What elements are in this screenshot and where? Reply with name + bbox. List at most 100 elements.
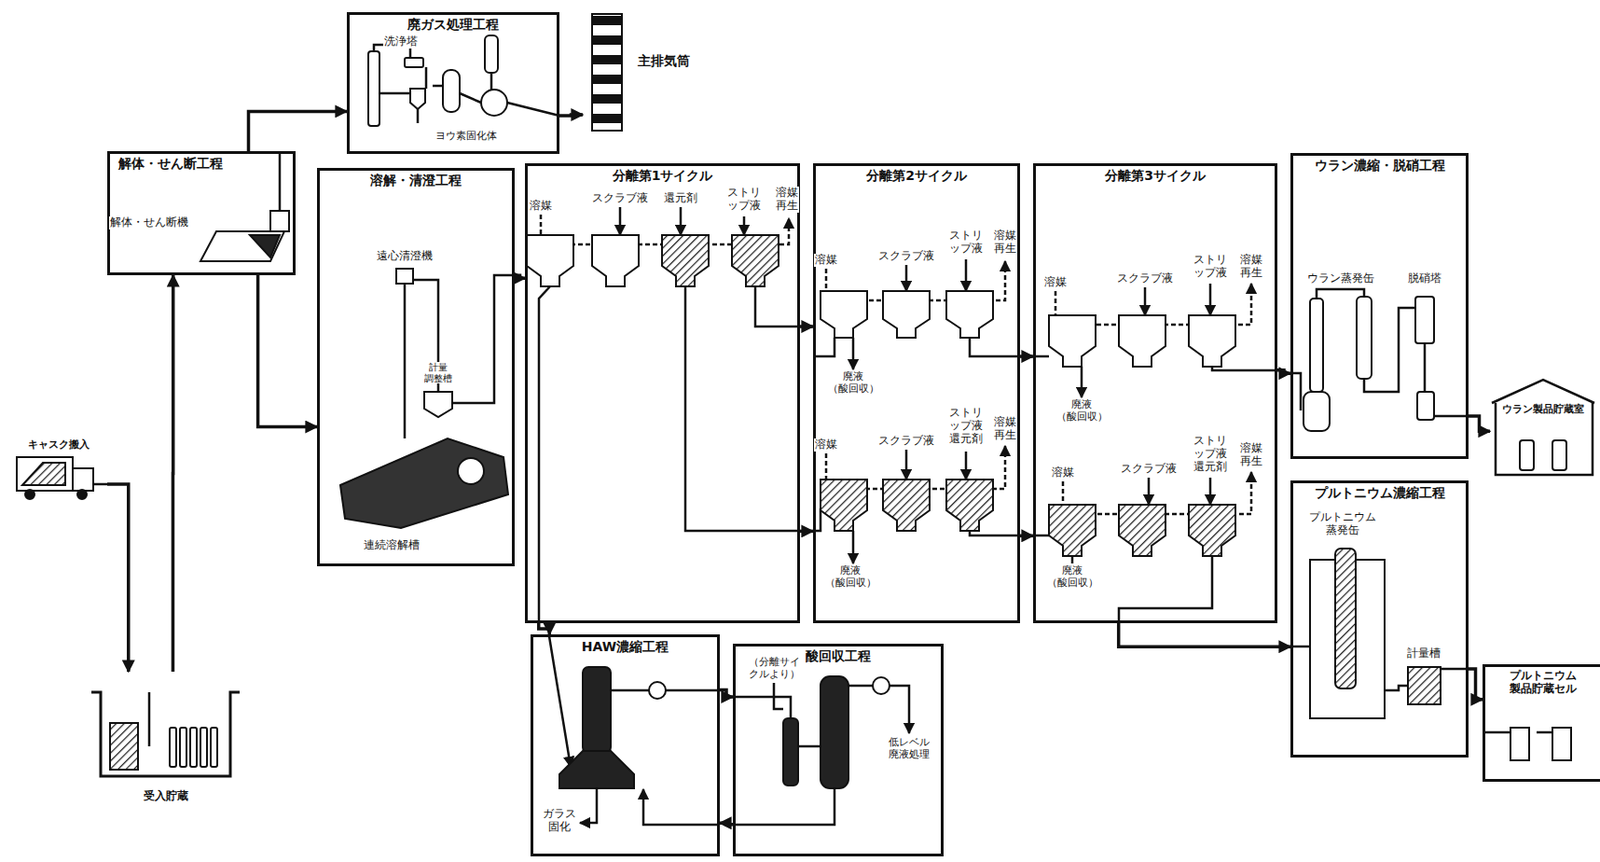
uranium-line (1423, 343, 1427, 392)
iodine-filter (410, 88, 426, 110)
equipment-label: 連続溶解槽 (362, 538, 421, 552)
area-heading: HAW濃縮工程 (579, 638, 672, 655)
condenser (872, 676, 890, 694)
process-flow (248, 110, 348, 152)
dissolver-pipe (410, 279, 439, 392)
mixer-settler (882, 290, 930, 338)
process-area: ウラン濃縮・脱硝工程 (1290, 152, 1469, 459)
mixer-settler (1048, 315, 1096, 367)
continuous-dissolver (340, 438, 509, 528)
feed-line (1209, 477, 1213, 505)
process-flow (538, 622, 551, 635)
waste-line (852, 337, 856, 370)
equipment-label: 溶媒 (813, 438, 839, 452)
equipment-label: 遠心清澄機 (375, 249, 434, 263)
dissolver-pipe (452, 275, 515, 403)
stack-band (592, 94, 622, 104)
product-canister (1552, 440, 1567, 470)
stack-band (592, 35, 622, 45)
product-canister (1519, 440, 1534, 470)
waste-line (852, 530, 856, 564)
process-area: プルトニウム 製品貯蔵セル (1482, 663, 1600, 782)
stack-band (592, 55, 622, 65)
product-canister (1552, 727, 1572, 760)
area-heading: 分離第2サイクル (863, 167, 970, 184)
equipment-label: 還元剤 (662, 192, 699, 206)
feed-line (1209, 283, 1213, 316)
equipment-label: 脱硝塔 (1406, 272, 1443, 286)
equipment-label: ストリ ップ液 還元剤 (948, 406, 984, 445)
fuel-assembly (210, 727, 218, 767)
equipment-label: 廃液 （酸回収） (827, 371, 881, 395)
equipment-label: ヨウ素固化体 (434, 130, 498, 143)
offgas-sphere (481, 89, 508, 116)
process-flow (107, 483, 129, 672)
area-heading: 受入貯蔵 (140, 788, 192, 802)
uranium-line (1434, 414, 1469, 418)
waste-line (1071, 555, 1075, 564)
plutonium-evaporator-core (1335, 548, 1356, 689)
process-flow (1020, 534, 1034, 538)
exhaust-stack (592, 13, 622, 131)
equipment-label: ストリ ップ液 還元剤 (1192, 434, 1228, 473)
equipment-label: プルトニウム 蒸発缶 (1308, 510, 1378, 538)
acid-recovery-evaporator (820, 675, 849, 788)
uranium-line (1033, 355, 1049, 359)
mixer-settler (882, 479, 930, 531)
mixer-settler (1118, 315, 1166, 367)
equipment-label: 溶媒 (1043, 275, 1068, 290)
offgas-vessel (442, 69, 460, 112)
process-flow (258, 275, 318, 428)
uranium-line (1290, 372, 1301, 411)
metering-tank (1407, 666, 1441, 704)
metering-tank (424, 391, 453, 417)
fuel-assembly (169, 727, 177, 767)
area-heading: ウラン製品貯蔵室 (1499, 402, 1587, 415)
uranium-line (813, 337, 835, 357)
offgas-pipe (432, 84, 443, 88)
mixer-settler (1118, 504, 1166, 556)
offgas-pipe (490, 72, 494, 90)
uranium-evaporator (1303, 391, 1330, 431)
area-heading: 溶解・清澄工程 (367, 172, 465, 189)
feed-line (1144, 287, 1147, 316)
equipment-label: 計量 調整槽 (423, 361, 454, 384)
process-flow (514, 275, 525, 278)
process-flow (719, 822, 733, 825)
process-flow (171, 275, 176, 672)
haw-evaporator (582, 666, 611, 753)
offgas-column (484, 35, 498, 73)
store-wall (1495, 402, 1593, 475)
process-area: 分離第1サイクル (524, 163, 800, 623)
feed-line (905, 449, 909, 480)
offgas-pipe (459, 93, 482, 103)
uranium-line (1316, 289, 1365, 299)
truck-wheel (77, 489, 87, 499)
denitration-tower (1415, 296, 1435, 344)
cask-path (93, 482, 108, 486)
stack-band (592, 113, 622, 124)
dissolver-wheel (457, 457, 484, 484)
acid-line (889, 685, 910, 733)
shear-blade (249, 234, 280, 258)
fuel-assembly (179, 727, 187, 767)
equipment-label: ガラス 固化 (541, 807, 578, 834)
process-area: 溶解・清澄工程 (317, 167, 515, 566)
plutonium-line (1290, 645, 1311, 649)
process-flow (719, 689, 733, 698)
process-area: 廃ガス処理工程 (346, 12, 560, 154)
plutonium-line (1033, 534, 1049, 538)
equipment-label: 溶媒 再生 (774, 186, 800, 213)
equipment-label: スクラブ液 (877, 249, 936, 263)
acid-line (732, 787, 835, 825)
process-flow (1277, 370, 1291, 373)
fuel-assembly (190, 727, 197, 767)
haw-evaporator-base (559, 750, 635, 788)
process-area: ウラン製品貯蔵室 (1489, 377, 1597, 475)
feed-line (905, 264, 909, 291)
equipment-label: 廃液 （酸回収） (1046, 565, 1100, 589)
process-flow (1020, 354, 1034, 359)
return-line (643, 788, 720, 825)
equipment-label: 溶媒 再生 (1239, 253, 1264, 280)
process-area: HAW濃縮工程 (530, 634, 720, 856)
